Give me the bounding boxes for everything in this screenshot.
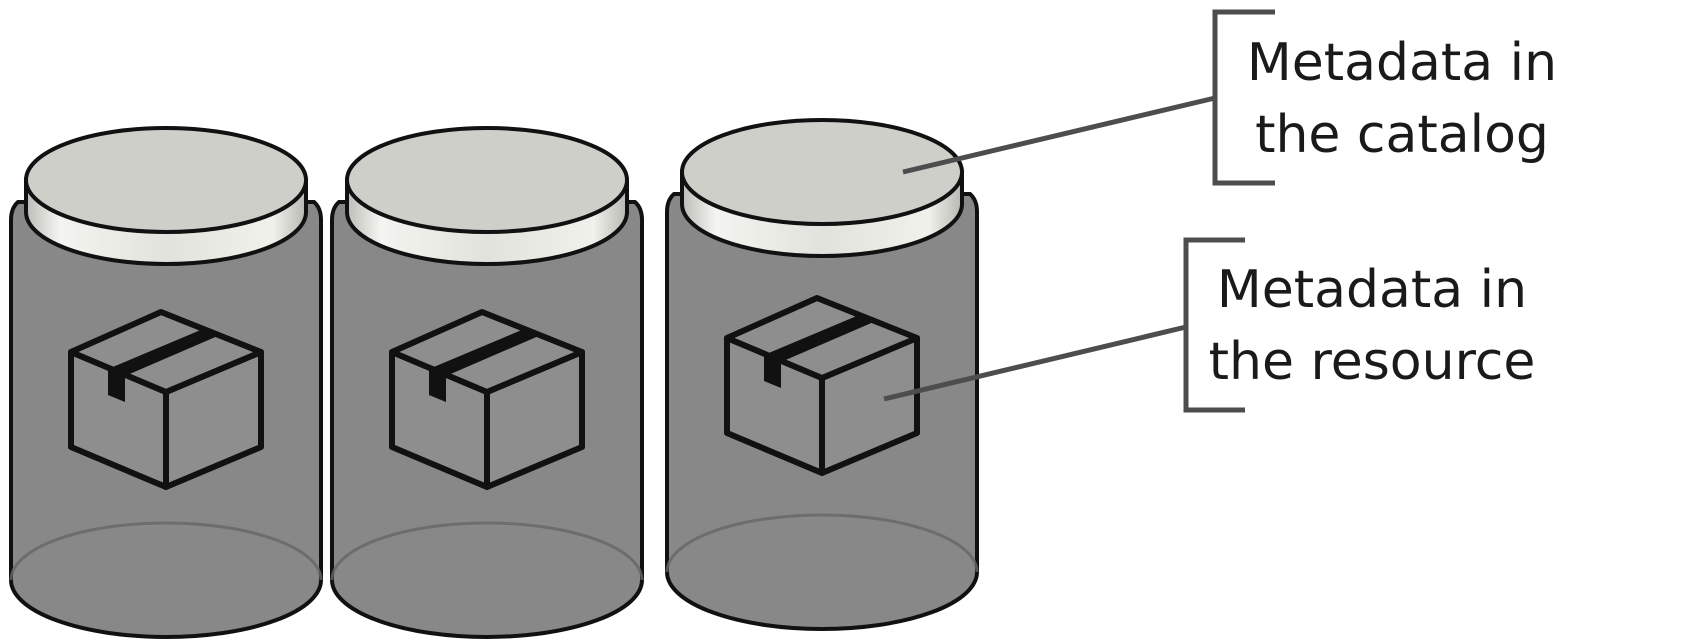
storage-jar-icon xyxy=(667,120,977,629)
resource-label-line2: the resource xyxy=(1209,332,1536,392)
resource-label-line1: Metadata in xyxy=(1217,260,1527,320)
package-box-icon xyxy=(727,298,917,473)
package-box-icon xyxy=(71,312,261,487)
package-box-icon xyxy=(392,312,582,487)
catalog-label-line1: Metadata in xyxy=(1247,33,1557,93)
catalog-leader-line xyxy=(903,98,1215,172)
storage-jar-icon xyxy=(332,128,642,637)
storage-jar-icon xyxy=(11,128,321,637)
catalog-label-line2: the catalog xyxy=(1255,105,1549,165)
